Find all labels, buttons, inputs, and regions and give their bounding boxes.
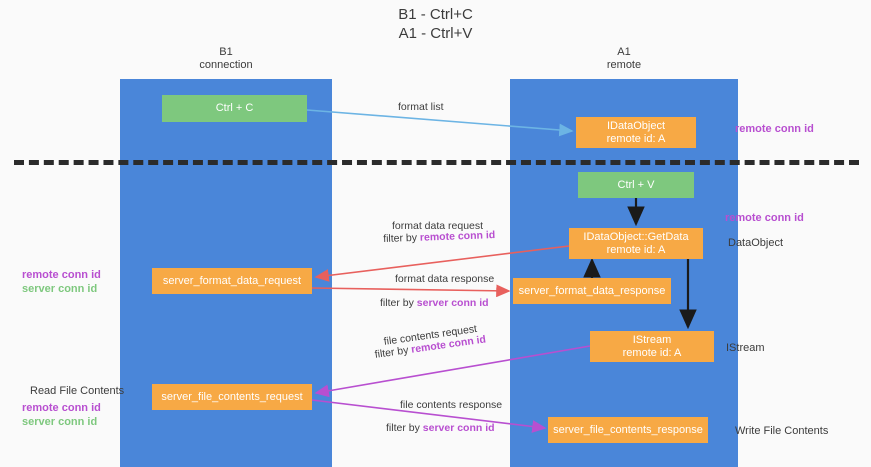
page-title: B1 - Ctrl+C A1 - Ctrl+V	[398, 6, 473, 42]
edge-label-file-contents-response-filter: filter by server conn id	[386, 422, 495, 435]
annotation-text-server: server conn id	[22, 283, 98, 295]
edge-label-format-list: format list	[398, 101, 444, 113]
node-istream[interactable]: IStream remote id: A	[590, 331, 714, 362]
phase-divider	[14, 160, 859, 165]
annotation-text: remote conn id	[725, 212, 804, 224]
annotation-left-conn-ids-top: remote conn id server conn id	[22, 268, 101, 296]
filter-prefix: filter by	[386, 422, 423, 434]
filter-prefix: filter by	[374, 343, 413, 361]
annotation-write-file-contents: Write File Contents	[735, 425, 829, 437]
annotation-read-file-contents: Read File Contents	[30, 385, 125, 397]
edge-label-file-contents-response: file contents response	[400, 399, 503, 411]
node-server-format-data-response[interactable]: server_format_data_response	[513, 278, 671, 304]
annotation-remote-conn-id-mid: remote conn id	[725, 211, 804, 225]
filter-prefix: filter by	[383, 231, 421, 245]
annotation-text-remote: remote conn id	[22, 402, 101, 414]
filter-key-server-conn-id: server conn id	[416, 297, 489, 309]
node-ctrl-v[interactable]: Ctrl + V	[578, 172, 694, 198]
node-server-format-data-request[interactable]: server_format_data_request	[152, 268, 312, 294]
node-idataobject-getdata[interactable]: IDataObject::GetData remote id: A	[569, 228, 703, 259]
annotation-text-remote: remote conn id	[22, 269, 101, 281]
filter-key-remote-conn-id: remote conn id	[419, 229, 496, 244]
annotation-text-server: server conn id	[22, 416, 98, 428]
annotation-text: remote conn id	[735, 123, 814, 135]
filter-key-server-conn-id: server conn id	[422, 422, 495, 434]
annotation-dataobject: DataObject	[728, 237, 784, 249]
edge-label-format-data-response-filter: filter by server conn id	[380, 297, 489, 310]
lane-header-b1: B1 connection	[199, 46, 253, 71]
edge-label-format-data-response: format data response	[395, 273, 495, 285]
node-server-file-contents-response[interactable]: server_file_contents_response	[548, 417, 708, 443]
lane-header-a1: A1 remote	[606, 46, 642, 71]
node-server-file-contents-request[interactable]: server_file_contents_request	[152, 384, 312, 410]
edge-label-format-data-request-filter: filter by remote conn id	[383, 229, 495, 246]
annotation-istream: IStream	[726, 342, 765, 354]
annotation-remote-conn-id-top: remote conn id	[735, 122, 814, 136]
connector-format-data-response	[311, 284, 511, 298]
annotation-left-conn-ids-bottom: remote conn id server conn id	[22, 401, 101, 429]
node-ctrl-c[interactable]: Ctrl + C	[162, 95, 307, 122]
filter-prefix: filter by	[380, 297, 417, 309]
edge-label-format-data-request: format data request	[392, 220, 484, 232]
node-idataobject[interactable]: IDataObject remote id: A	[576, 117, 696, 148]
